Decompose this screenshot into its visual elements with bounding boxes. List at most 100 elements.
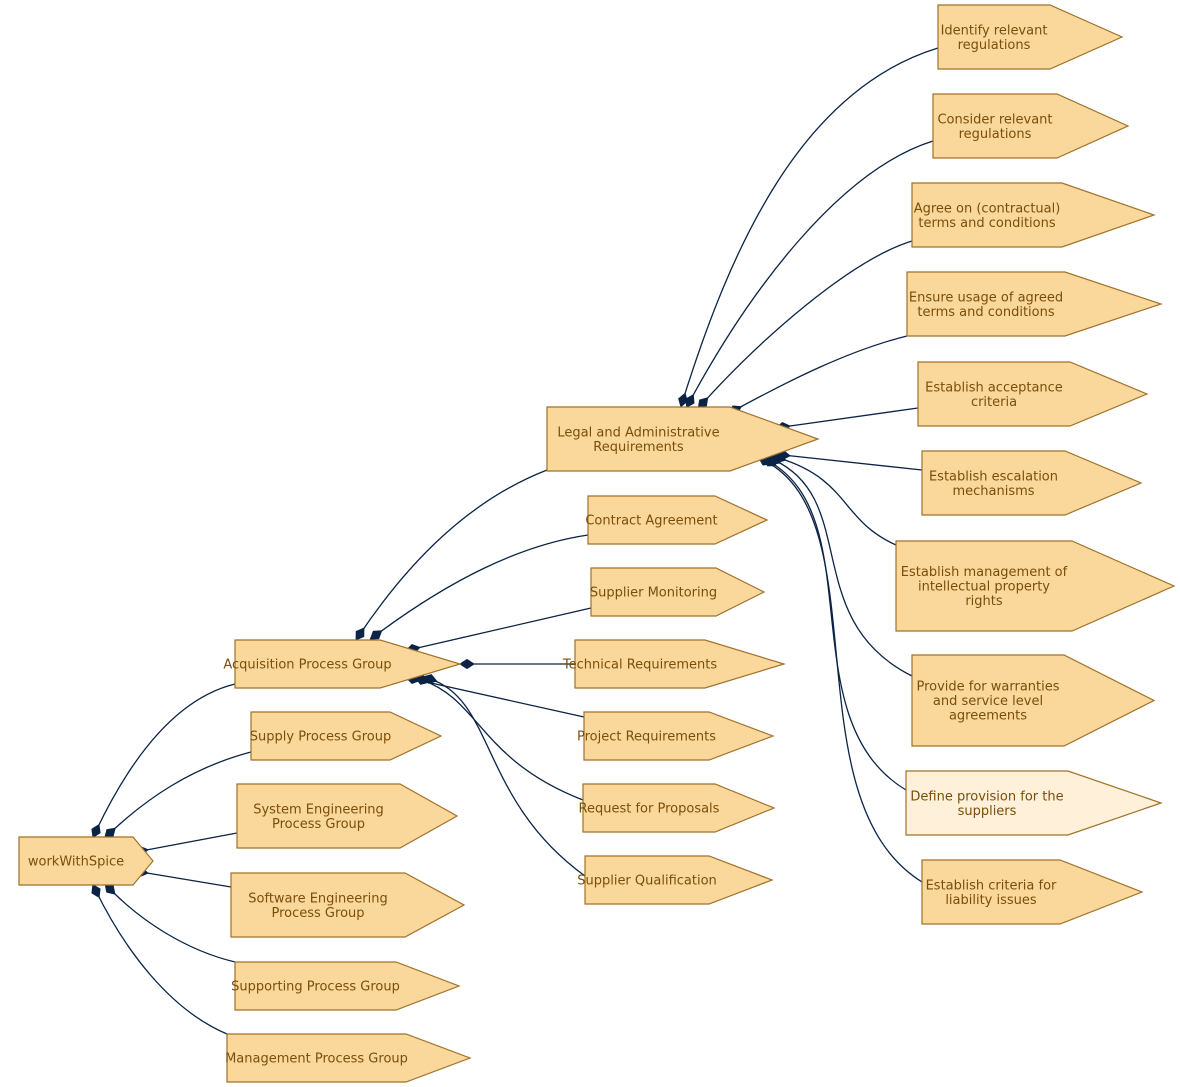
- edge-legal-warranties: [773, 459, 913, 677]
- node-label: Provide for warranties: [916, 680, 1059, 695]
- node-shape: [911, 654, 1156, 747]
- node-label: criteria: [971, 395, 1017, 410]
- node-label: Acquisition Process Group: [223, 658, 391, 673]
- node-shape: [921, 450, 1143, 516]
- edge-root-acquisition: [95, 683, 236, 832]
- composition-diamond-acquisition-legal: [355, 627, 365, 641]
- edge-legal-ensure_terms: [734, 335, 908, 411]
- node-label: Consider relevant: [937, 112, 1052, 127]
- edge-legal-ip_rights: [778, 457, 897, 546]
- node-label: Contract Agreement: [585, 514, 717, 529]
- edge-acquisition-supplier_monitoring: [412, 607, 592, 650]
- edge-acquisition-contract: [375, 534, 589, 636]
- composition-diamond-acquisition-contract: [369, 630, 383, 640]
- node-shape: [932, 93, 1130, 159]
- composition-diamond-legal-consider_regs: [685, 394, 695, 408]
- node-shape: [546, 406, 820, 472]
- edge-root-system_eng: [140, 832, 238, 852]
- node-shape: [911, 182, 1156, 248]
- node-label: intellectual property: [918, 580, 1050, 595]
- node-label: Process Group: [271, 906, 364, 921]
- node-shape: [590, 567, 766, 617]
- composition-diamond-acquisition-supplier_qual: [422, 674, 438, 684]
- node-label: Establish management of: [901, 565, 1068, 580]
- edge-legal-acceptance: [782, 407, 919, 428]
- diagram-edges: [91, 47, 939, 1035]
- node-supplier-qual[interactable]: Supplier Qualification: [577, 855, 774, 905]
- node-shape: [937, 4, 1124, 70]
- edge-root-software_eng: [140, 871, 232, 888]
- node-agree-terms[interactable]: Agree on (contractual)terms and conditio…: [911, 182, 1156, 248]
- node-label: Establish criteria for: [926, 878, 1057, 893]
- node-label: Agree on (contractual): [914, 201, 1061, 216]
- node-label: Ensure usage of agreed: [909, 290, 1063, 305]
- node-label: Identify relevant: [941, 23, 1048, 38]
- edge-acquisition-project_req: [412, 678, 585, 718]
- node-label: Define provision for the: [910, 789, 1063, 804]
- node-contract[interactable]: Contract Agreement: [585, 495, 769, 545]
- edge-root-supply: [109, 751, 252, 834]
- node-label: Request for Proposals: [579, 802, 720, 817]
- edge-root-supporting: [109, 888, 236, 963]
- node-label: Establish escalation: [929, 469, 1058, 484]
- node-label: Supporting Process Group: [231, 980, 400, 995]
- node-shape: [587, 495, 769, 545]
- node-management[interactable]: Management Process Group: [225, 1033, 472, 1083]
- node-label: regulations: [958, 38, 1031, 53]
- node-shape: [250, 711, 443, 761]
- node-label: Requirements: [593, 440, 684, 455]
- node-shape: [921, 859, 1144, 925]
- node-shape: [234, 639, 463, 689]
- node-label: suppliers: [958, 804, 1017, 819]
- node-label: agreements: [949, 709, 1027, 724]
- edge-legal-consider_regs: [689, 140, 934, 402]
- node-label: regulations: [959, 127, 1032, 142]
- node-label: Process Group: [272, 817, 365, 832]
- edge-legal-escalation: [782, 454, 923, 471]
- edge-acquisition-supplier_qual: [429, 678, 586, 877]
- node-shape: [895, 540, 1176, 632]
- node-technical-req[interactable]: Technical Requirements: [562, 639, 787, 689]
- node-label: workWithSpice: [28, 855, 124, 870]
- node-label: mechanisms: [952, 484, 1034, 499]
- composition-diamond-root-acquisition: [91, 823, 101, 839]
- node-root[interactable]: workWithSpice: [18, 836, 154, 886]
- edge-legal-agree_terms: [702, 240, 913, 404]
- composition-diamond-acquisition-technical_req: [459, 658, 475, 670]
- node-rfp[interactable]: Request for Proposals: [579, 783, 776, 833]
- node-label: Management Process Group: [225, 1052, 408, 1067]
- edge-legal-liability: [764, 460, 923, 883]
- node-label: rights: [965, 594, 1003, 609]
- node-label: Software Engineering: [248, 891, 387, 906]
- edge-acquisition-rfp: [421, 679, 584, 801]
- node-shape: [582, 783, 776, 833]
- node-acquisition[interactable]: Acquisition Process Group: [223, 639, 463, 689]
- node-supplier-monitoring[interactable]: Supplier Monitoring: [590, 567, 766, 617]
- edge-legal-identify_regs: [682, 47, 939, 401]
- node-label: Supplier Monitoring: [590, 586, 717, 601]
- node-shape: [234, 961, 461, 1011]
- node-label: System Engineering: [253, 802, 384, 817]
- node-supporting[interactable]: Supporting Process Group: [231, 961, 461, 1011]
- node-label: Supply Process Group: [250, 730, 391, 745]
- node-supply[interactable]: Supply Process Group: [250, 711, 443, 761]
- node-label: and service level: [933, 694, 1043, 709]
- node-shape: [583, 711, 775, 761]
- node-shape: [917, 361, 1149, 427]
- node-project-req[interactable]: Project Requirements: [577, 711, 775, 761]
- node-shape: [574, 639, 787, 689]
